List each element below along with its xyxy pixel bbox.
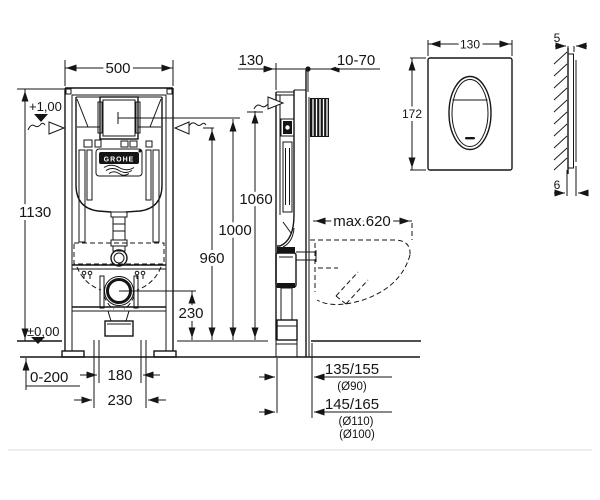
- level-triangle-floor: [31, 337, 45, 344]
- dim-plate-thickness-top: 5: [554, 31, 561, 45]
- dim-floor-adjust: 0-200: [30, 369, 68, 386]
- water-inlet-symbols: [27, 96, 285, 135]
- dim-outlet-diameter-100: (Ø100): [339, 429, 375, 441]
- dim-outlet-135-155: 135/155: [325, 361, 379, 378]
- wall-reference-dot: [305, 66, 311, 72]
- level-zero: ±0,00: [27, 324, 59, 339]
- plate-button-mark: [465, 137, 475, 140]
- flush-plate-front-view: 130 172: [399, 35, 513, 171]
- flush-pipe-and-drain: [72, 211, 166, 337]
- dim-frame-width: 500: [105, 60, 130, 77]
- wc-pan-outline: [310, 239, 411, 305]
- dim-plate-height: 172: [402, 107, 422, 121]
- grohe-logo-badge: GROHE: [95, 148, 143, 177]
- dim-frame-height: 1130: [19, 204, 51, 221]
- level-plus-100: +1,00: [29, 99, 62, 114]
- dim-outlet-diameter-110: (Ø110): [339, 416, 374, 428]
- dim-plate-width: 130: [460, 38, 480, 52]
- dim-960: 960: [199, 250, 224, 267]
- flush-plate-side-view: 5 6: [554, 31, 589, 197]
- dim-outlet-145-165: 145/165: [325, 396, 379, 413]
- dim-drain-height-230: 230: [178, 305, 203, 322]
- dim-bolt-180: 180: [107, 367, 132, 384]
- dim-depth-130: 130: [238, 52, 263, 69]
- dim-pan-max-620: max.620: [333, 213, 391, 230]
- dim-1000: 1000: [218, 222, 251, 239]
- dim-outlet-230: 230: [107, 392, 132, 409]
- floor-lines: [8, 340, 592, 451]
- dim-plate-thickness-bottom: 6: [554, 178, 561, 192]
- level-triangle-top: [34, 114, 48, 122]
- grohe-logo-text: GROHE: [104, 157, 135, 164]
- front-view-frame: [61, 87, 177, 358]
- dim-outlet-diameter-90: (Ø90): [337, 381, 367, 393]
- dim-1060: 1060: [239, 191, 272, 208]
- dimensions: 500 1130 +1,00 ±0,00 0-200 180 230: [16, 49, 413, 441]
- side-view-frame: [275, 70, 329, 358]
- dim-bracket-10-70: 10-70: [337, 52, 375, 69]
